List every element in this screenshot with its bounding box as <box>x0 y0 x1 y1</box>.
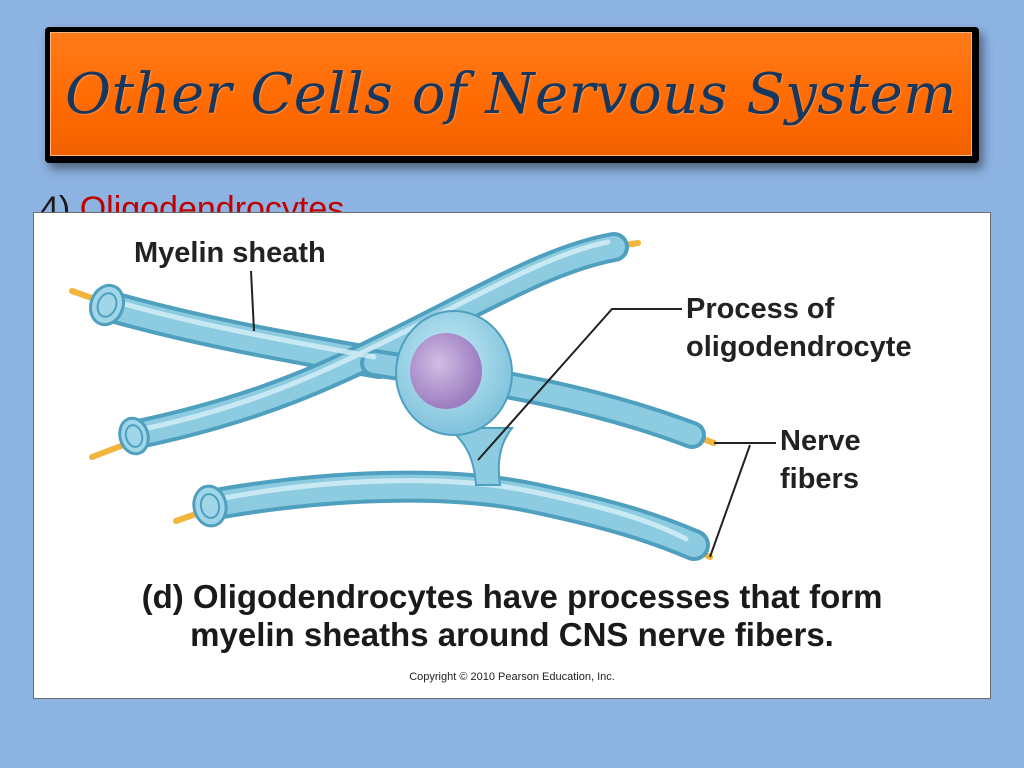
leader-myelin-sheath <box>250 270 255 332</box>
sheath-end-rings <box>88 283 228 528</box>
slide-title: Other Cells of Nervous System <box>65 61 957 127</box>
copyright-notice: Copyright © 2010 Pearson Education, Inc. <box>409 671 615 683</box>
caption-line-2: myelin sheaths around CNS nerve fibers. <box>190 616 834 653</box>
leader-lines <box>250 270 776 558</box>
sheath-highlights <box>111 239 689 542</box>
oligodendrocyte-figure: Myelin sheath Process of oligodendrocyte… <box>33 212 991 699</box>
title-bar: Other Cells of Nervous System <box>50 32 972 156</box>
label-process-line1: Process of <box>686 293 835 325</box>
leader-process <box>477 308 682 461</box>
figure-caption: (d) Oligodendrocytes have processes that… <box>34 578 990 654</box>
label-nerve-line1: Nerve <box>780 425 861 457</box>
oligodendrocyte-nucleus <box>410 333 482 409</box>
label-myelin-sheath: Myelin sheath <box>134 237 326 269</box>
sheath-bottom <box>198 474 706 557</box>
bullet-term: Oligodendrocytes <box>79 190 345 214</box>
label-nerve-line2: fibers <box>780 463 859 495</box>
caption-line-1: (d) Oligodendrocytes have processes that… <box>141 578 883 615</box>
oligodendrocyte-illustration <box>69 232 776 561</box>
bullet-item: 4) Oligodendrocytes <box>40 186 540 214</box>
bullet-number: 4) <box>40 190 71 214</box>
leader-nerve-fibers-bottom <box>709 444 751 558</box>
label-process-line2: oligodendrocyte <box>686 331 912 363</box>
